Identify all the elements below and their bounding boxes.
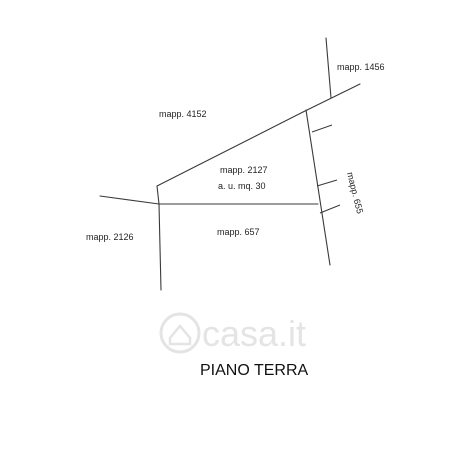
label-mapp-655: mapp. 655 [345, 171, 365, 215]
boundary-line-northeast [302, 83, 361, 113]
boundary-tick-1 [311, 124, 333, 133]
boundary-line-diagonal [156, 111, 304, 187]
boundary-line-west-spur [99, 195, 160, 205]
watermark-text: casa.it [202, 313, 306, 354]
boundary-line-west-upper [156, 185, 160, 205]
boundary-tick-3 [319, 204, 341, 214]
boundary-line-north [325, 37, 332, 99]
house-logo-icon [159, 312, 201, 354]
label-mapp-1456: mapp. 1456 [337, 62, 385, 72]
boundary-line-west-lower [158, 203, 162, 291]
label-area-2127: a. u. mq. 30 [218, 181, 266, 191]
label-mapp-657: mapp. 657 [217, 227, 260, 237]
label-mapp-2127: mapp. 2127 [220, 165, 268, 175]
boundary-tick-2 [316, 179, 338, 187]
floor-title: PIANO TERRA [200, 362, 309, 379]
label-mapp-2126: mapp. 2126 [86, 232, 134, 242]
label-mapp-4152: mapp. 4152 [159, 109, 207, 119]
parcel-boundaries [99, 37, 361, 291]
boundary-line-east [305, 109, 331, 266]
watermark: casa.it [159, 312, 306, 354]
